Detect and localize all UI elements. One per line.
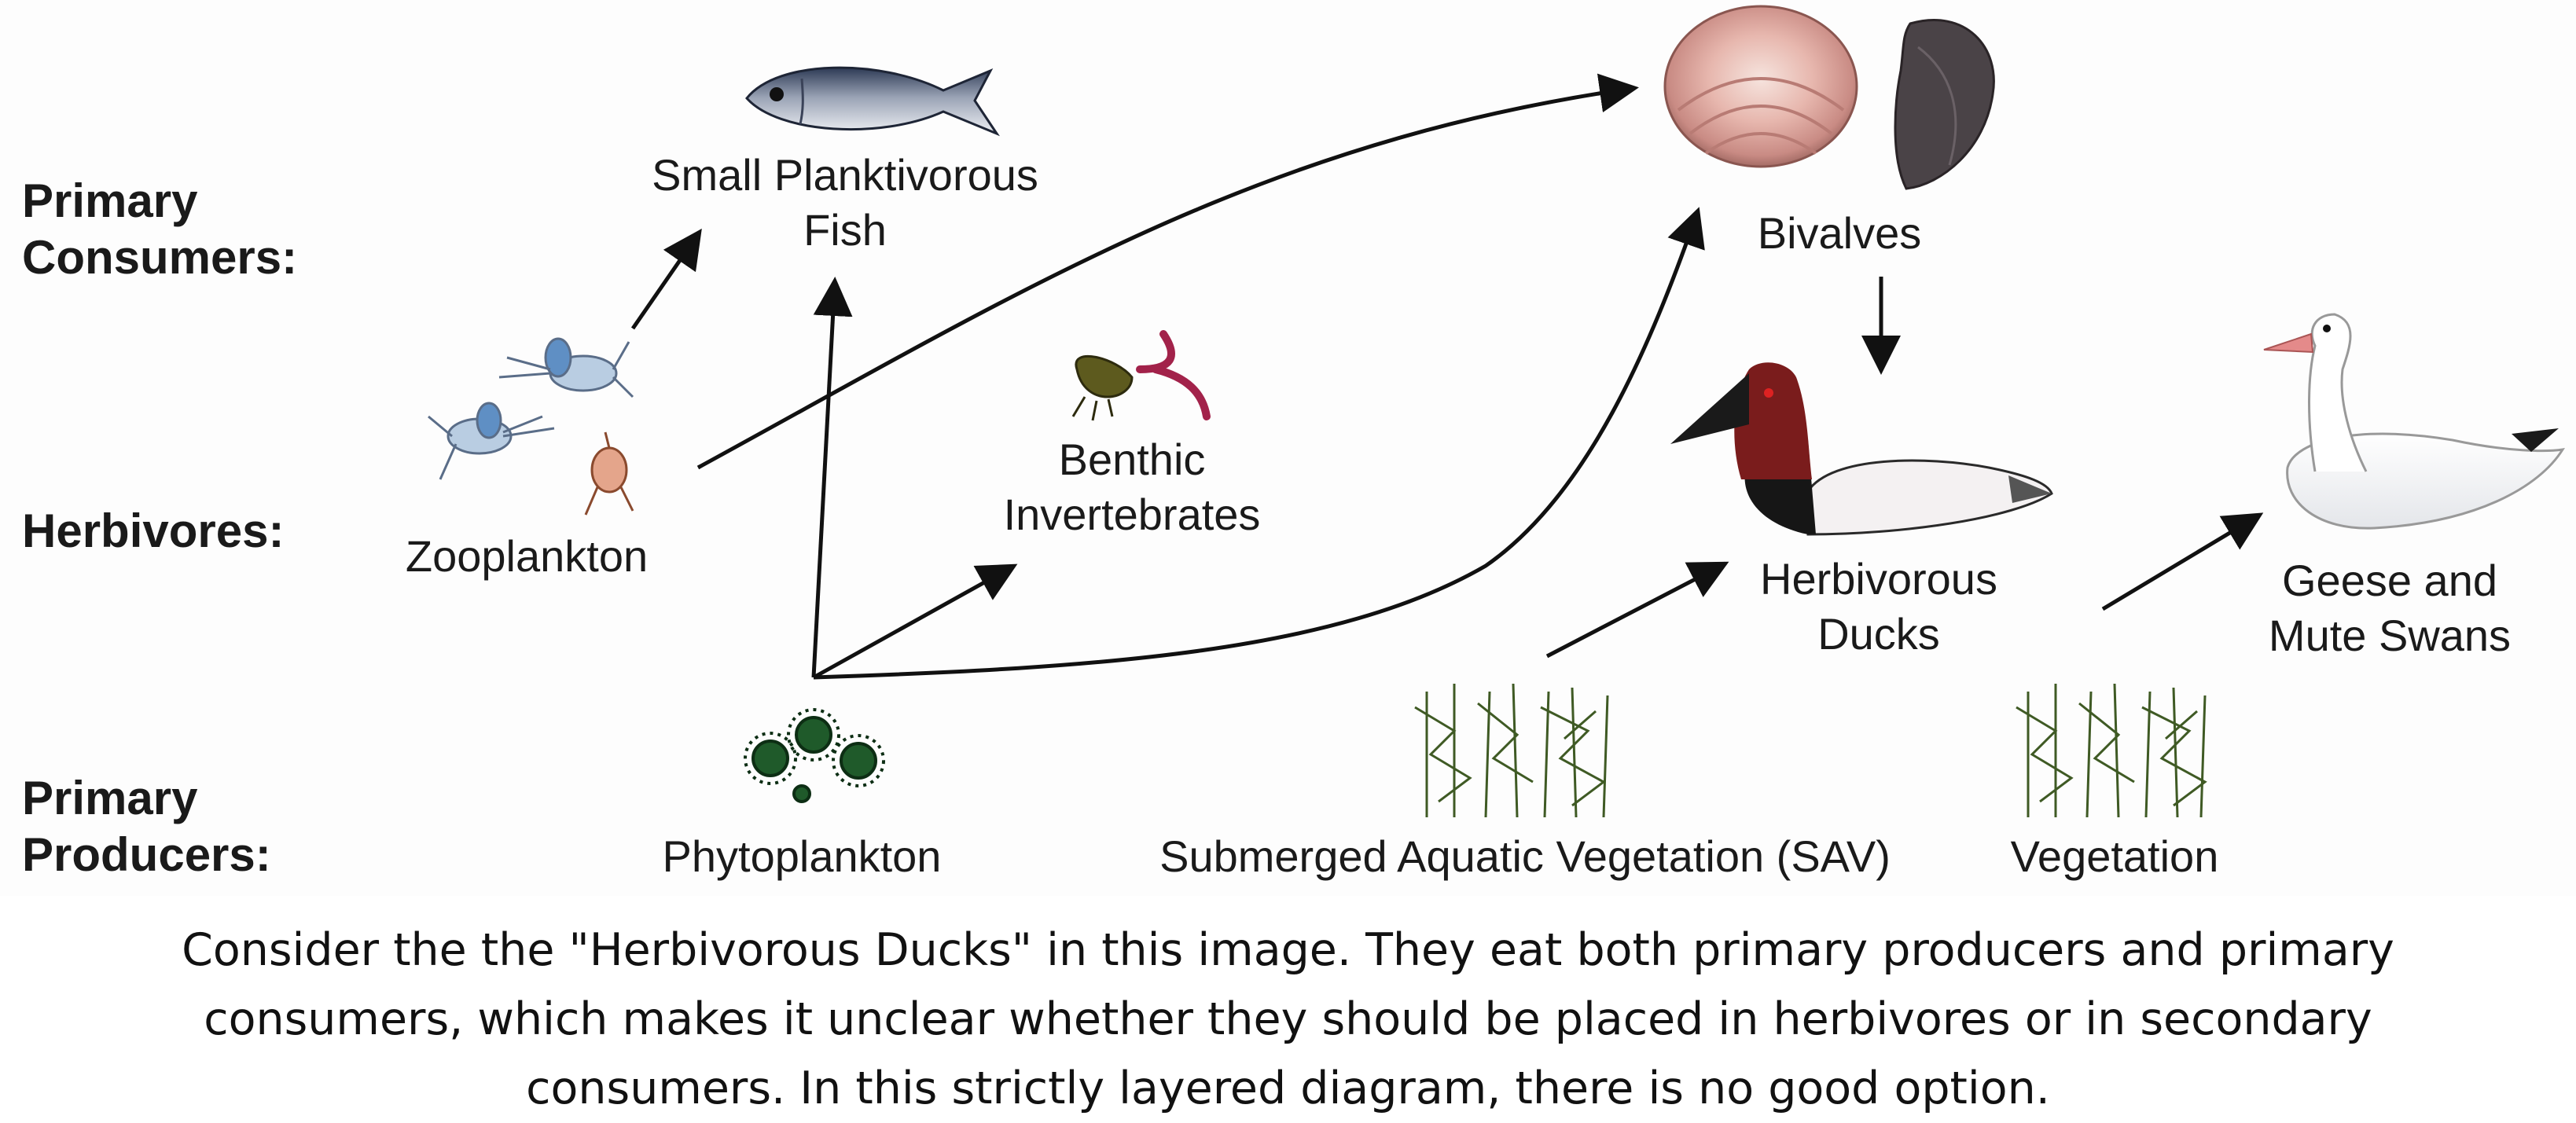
benthic-invertebrates-illustration — [1073, 334, 1207, 420]
tier-primary-consumers-line-1: Primary — [22, 173, 297, 229]
label-small-planktivorous-fish: Small Planktivorous Fish — [609, 148, 1081, 258]
arrow-phytoplankton-to-benthic — [814, 566, 1014, 677]
label-herbivorous-ducks: Herbivorous Ducks — [1722, 552, 2036, 662]
tier-primary-consumers-line-2: Consumers: — [22, 229, 297, 286]
phytoplankton-illustration — [745, 710, 884, 802]
label-benthic-invertebrates-line-2: Invertebrates — [943, 487, 1321, 542]
label-geese-and-mute-swans-line-2: Mute Swans — [2232, 608, 2547, 663]
label-small-planktivorous-fish-line-2: Fish — [609, 203, 1081, 258]
tier-primary-producers-line-1: Primary — [22, 770, 271, 827]
vegetation-illustration — [2016, 684, 2205, 817]
label-bivalves: Bivalves — [1682, 206, 1997, 261]
tier-herbivores: Herbivores: — [22, 503, 284, 560]
label-geese-and-mute-swans: Geese and Mute Swans — [2232, 553, 2547, 663]
caption-line-3: consumers. In this strictly layered diag… — [0, 1054, 2576, 1123]
label-vegetation: Vegetation — [1965, 829, 2264, 884]
sav-illustration — [1415, 684, 1608, 817]
label-herbivorous-ducks-line-1: Herbivorous — [1722, 552, 2036, 607]
label-herbivorous-ducks-line-2: Ducks — [1722, 607, 2036, 662]
label-benthic-invertebrates-line-1: Benthic — [943, 432, 1321, 487]
goose-illustration — [2264, 314, 2563, 528]
label-zooplankton: Zooplankton — [369, 529, 684, 584]
food-web-diagram: Primary Consumers: Herbivores: Primary P… — [0, 0, 2576, 896]
arrow-zooplankton-to-bivalves — [698, 88, 1635, 468]
zooplankton-illustration — [428, 339, 633, 515]
clam-illustration — [1665, 6, 1857, 167]
duck-illustration — [1670, 362, 2052, 534]
label-phytoplankton: Phytoplankton — [621, 829, 983, 884]
label-geese-and-mute-swans-line-1: Geese and — [2232, 553, 2547, 608]
caption-line-2: consumers, which makes it unclear whethe… — [0, 985, 2576, 1054]
arrow-phytoplankton-to-fish — [814, 281, 835, 677]
tier-primary-producers-line-2: Producers: — [22, 827, 271, 883]
arrow-sav-to-ducks — [1547, 563, 1725, 656]
tier-primary-producers: Primary Producers: — [22, 770, 271, 883]
label-benthic-invertebrates: Benthic Invertebrates — [943, 432, 1321, 542]
mussel-illustration — [1895, 20, 1994, 189]
label-small-planktivorous-fish-line-1: Small Planktivorous — [609, 148, 1081, 203]
fish-illustration — [747, 68, 997, 134]
tier-primary-consumers: Primary Consumers: — [22, 173, 297, 286]
caption-line-1: Consider the the "Herbivorous Ducks" in … — [0, 916, 2576, 985]
label-sav: Submerged Aquatic Vegetation (SAV) — [1101, 829, 1949, 884]
caption: Consider the the "Herbivorous Ducks" in … — [0, 916, 2576, 1123]
